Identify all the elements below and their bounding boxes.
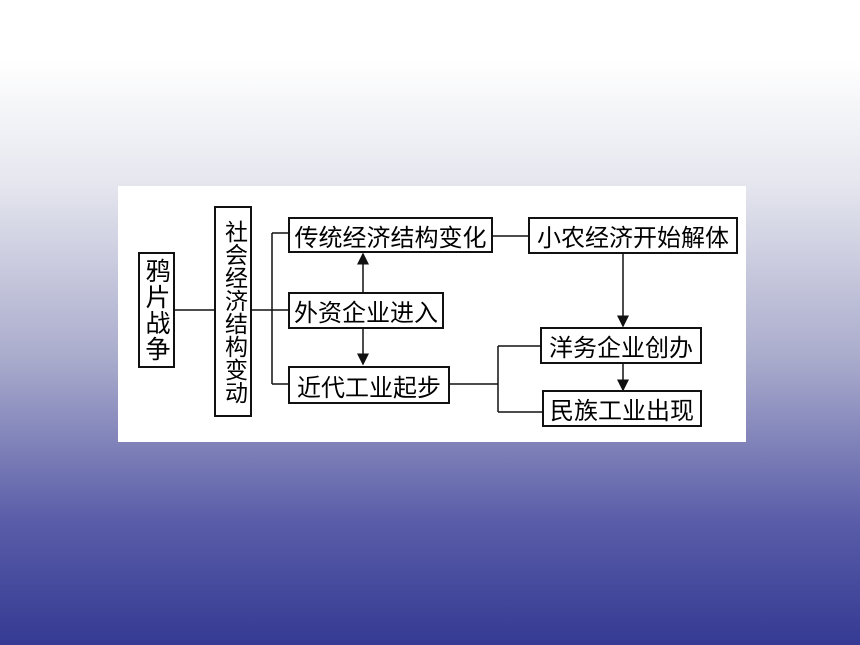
node-smallfarm-collapse: 小农经济开始解体 <box>528 217 738 254</box>
diagram-panel: 鸦片战争 社会经济结构变动 传统经济结构变化 外资企业进入 近代工业起步 小农经… <box>118 186 746 442</box>
connector-lines <box>175 232 629 413</box>
node-modern-industry: 近代工业起步 <box>288 366 450 404</box>
node-national-industry: 民族工业出现 <box>542 390 702 427</box>
node-westernization: 洋务企业创办 <box>540 327 702 364</box>
node-opium-war: 鸦片战争 <box>138 252 175 368</box>
node-traditional-change: 传统经济结构变化 <box>288 217 493 253</box>
node-social-change: 社会经济结构变动 <box>214 206 252 417</box>
node-foreign-enterprise: 外资企业进入 <box>288 292 444 329</box>
